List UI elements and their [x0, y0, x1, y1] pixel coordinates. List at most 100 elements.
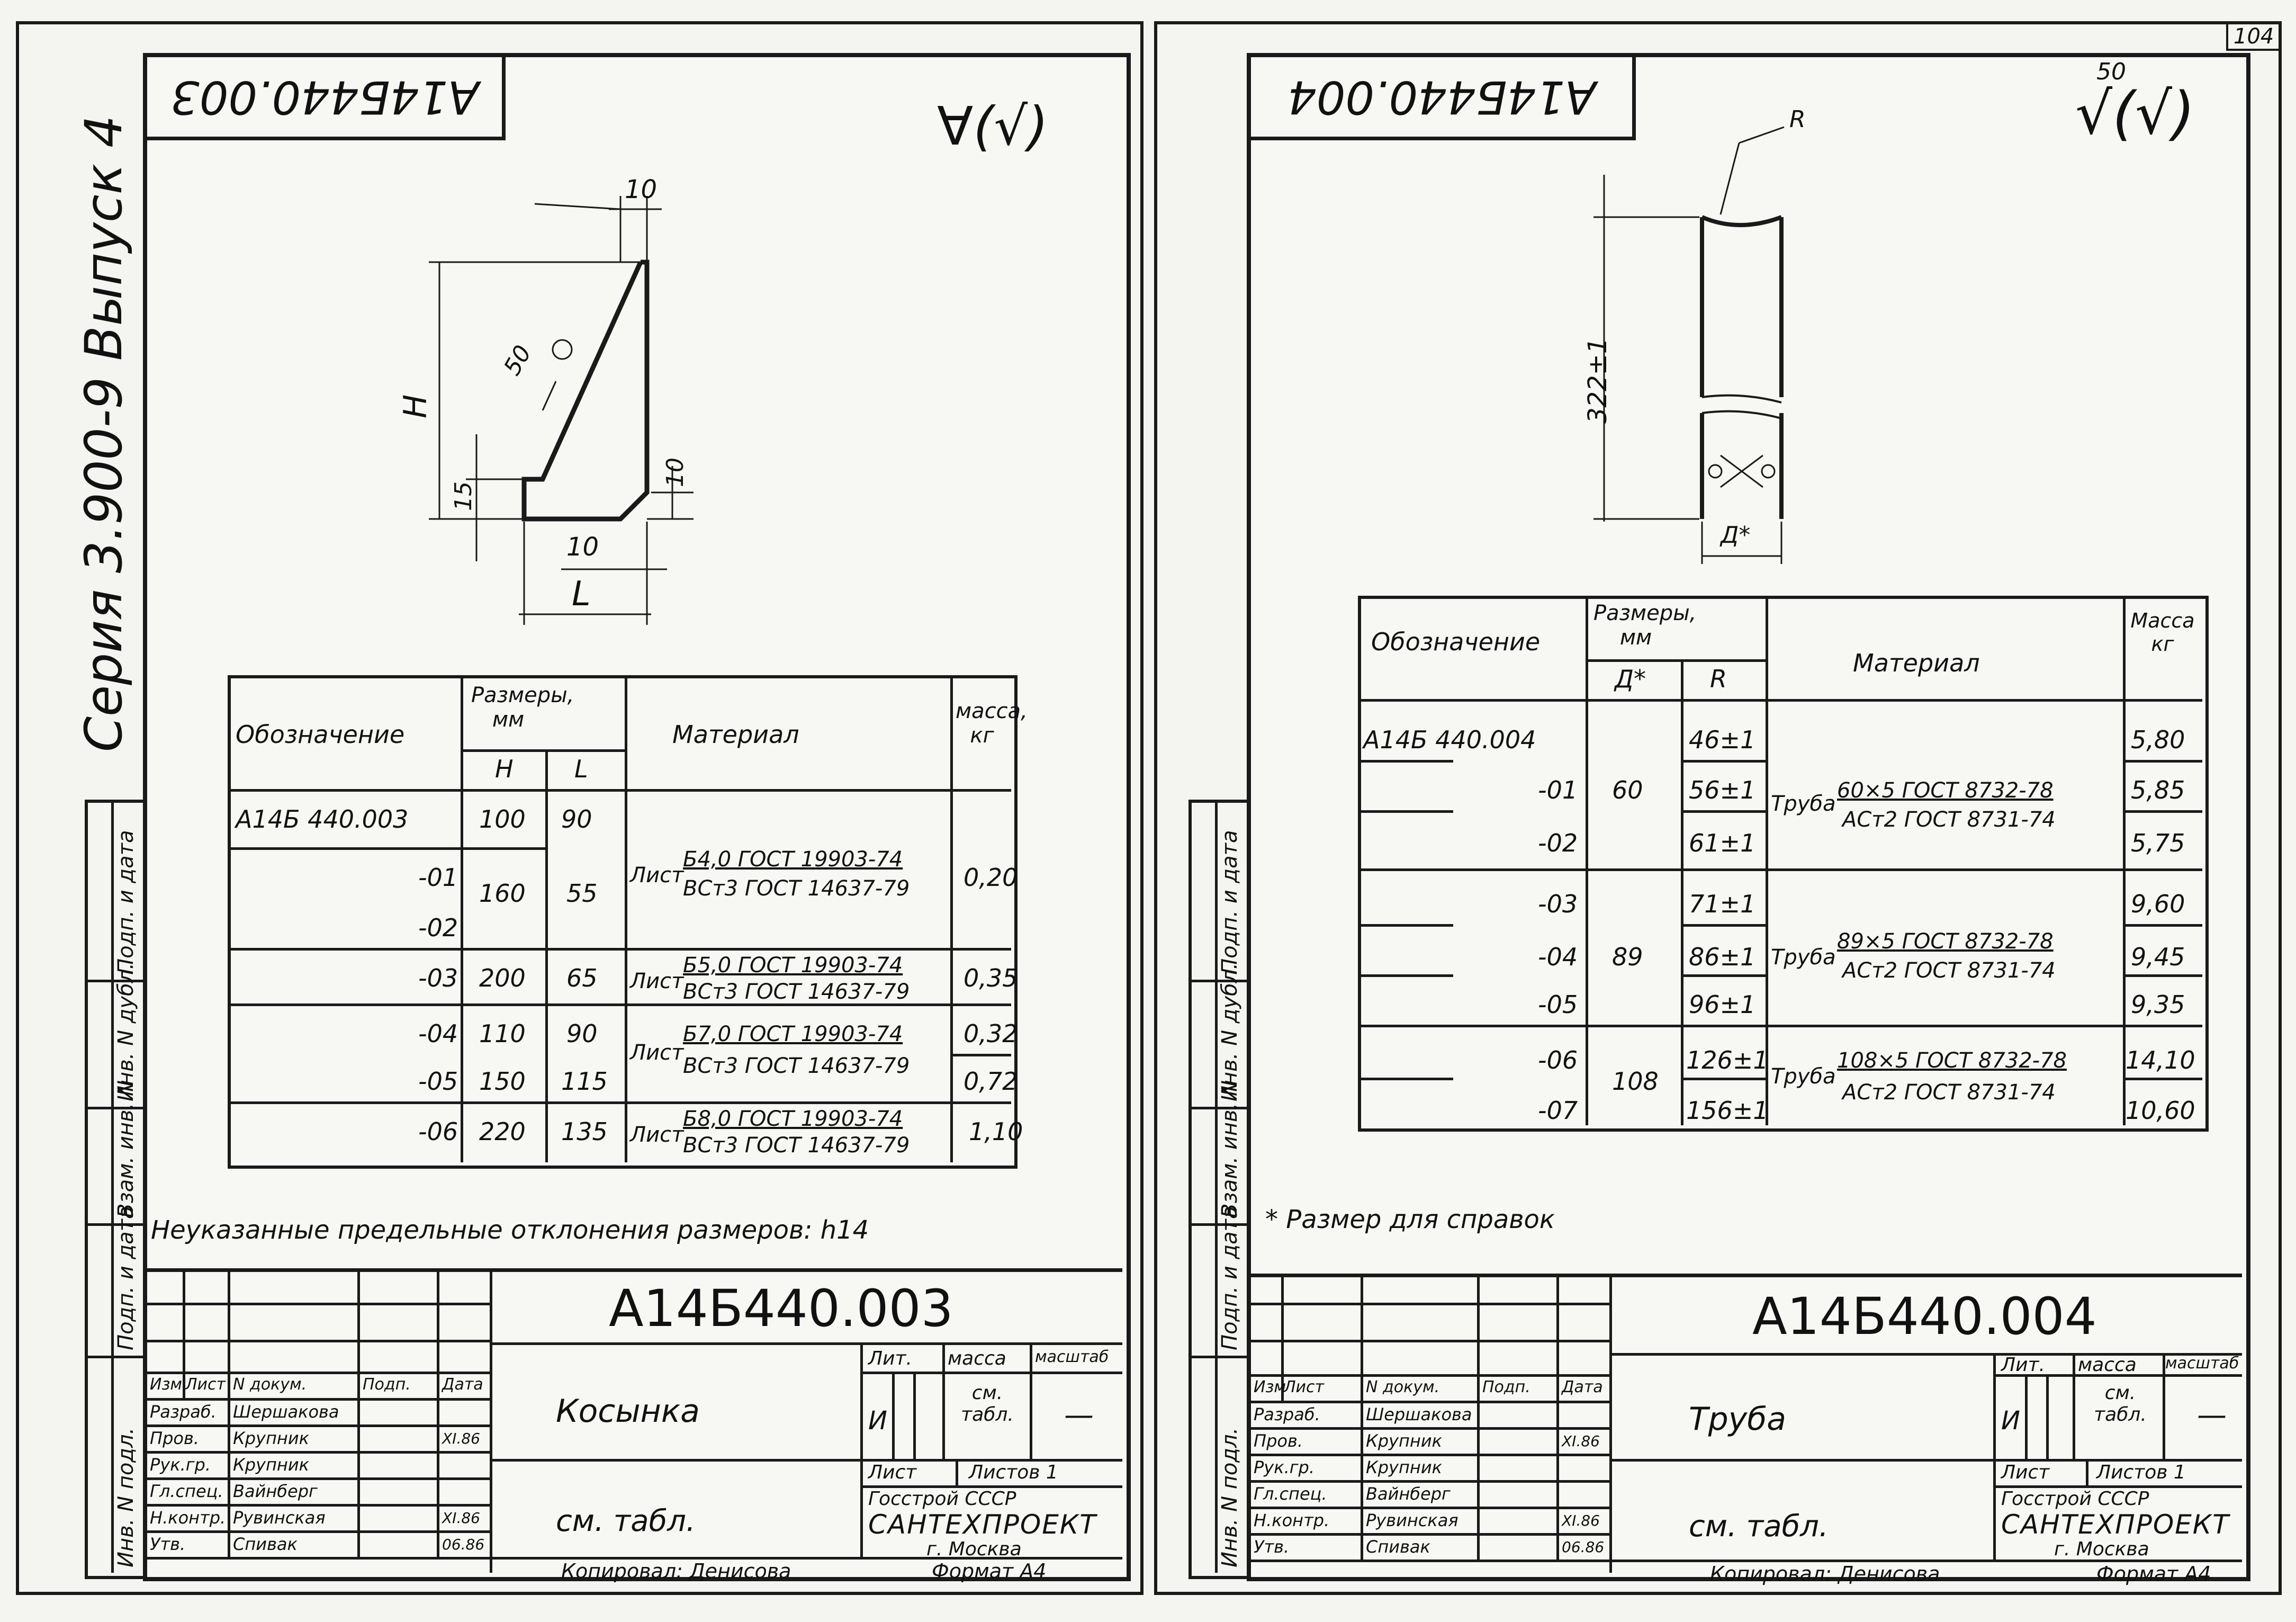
scale-value: —: [2197, 1398, 2227, 1432]
th-designation: Обозначение: [236, 720, 405, 749]
role: Гл.спец.: [1254, 1484, 1327, 1504]
th-d: Д*: [1615, 665, 1646, 693]
date: 06.86: [442, 1536, 485, 1553]
right-sheet: [1154, 21, 2282, 1595]
role: Разраб.: [150, 1402, 217, 1422]
row-code: A14Б 440.004: [1363, 725, 1536, 754]
left-mirrored-stamp: A14Б440.003: [147, 57, 506, 140]
th-sizes: Размеры, мм: [1593, 601, 1697, 650]
roughness-symbol: ∀(√): [937, 95, 1049, 157]
material-prefix: Труба: [1771, 1064, 1836, 1089]
th-l: L: [574, 755, 588, 783]
row-l: 90: [566, 1019, 598, 1048]
person: Спивак: [1366, 1537, 1430, 1557]
dim-height: 322±1: [1583, 337, 1613, 424]
row-code: -04: [418, 1019, 458, 1048]
person: Крупник: [233, 1428, 309, 1448]
org-line1: Госстрой СССР: [868, 1488, 1016, 1510]
row-l: 115: [561, 1067, 608, 1096]
role: Н.контр.: [1254, 1510, 1330, 1530]
row-code: -01: [1538, 776, 1578, 804]
row-mass: 9,60: [2131, 890, 2185, 918]
row-r: 56±1: [1689, 776, 1756, 804]
format: Формат А4: [932, 1560, 1047, 1583]
row-code: -05: [1538, 990, 1578, 1019]
role: Пров.: [150, 1428, 199, 1448]
role: Рук.гр.: [150, 1455, 211, 1475]
dim-d: Д*: [1721, 522, 1751, 549]
scale-label: масштаб: [1035, 1348, 1109, 1366]
th-designation: Обозначение: [1371, 628, 1541, 656]
material-top: 60×5 ГОСТ 8732-78: [1837, 778, 2054, 803]
row-l: 55: [566, 879, 598, 908]
col-header: Дата: [442, 1375, 483, 1394]
row-code: -04: [1538, 943, 1578, 971]
row-r: 156±1: [1686, 1096, 1769, 1125]
lit-label: Лит.: [868, 1348, 912, 1369]
role: Гл.спец.: [150, 1481, 223, 1501]
row-code: A14Б 440.003: [236, 805, 409, 834]
org-line1: Госстрой СССР: [2001, 1488, 2149, 1510]
col-header: Изм: [150, 1375, 183, 1394]
left-sheet: [16, 21, 1144, 1595]
material-bottom: ВСт3 ГОСТ 14637-79: [683, 1054, 910, 1078]
row-h: 110: [479, 1019, 526, 1048]
role: Н.контр.: [150, 1508, 226, 1528]
row-l: 90: [561, 805, 592, 834]
material-top: Б5,0 ГОСТ 19903-74: [683, 953, 903, 978]
material-bottom: ВСт3 ГОСТ 14637-79: [683, 980, 910, 1004]
row-h: 220: [479, 1117, 526, 1146]
date: XI.86: [1562, 1432, 1600, 1450]
right-title-name: Труба: [1689, 1401, 1787, 1438]
row-code: -03: [418, 964, 458, 992]
material-bottom: АСт2 ГОСТ 8731-74: [1842, 808, 2056, 832]
format: Формат А4: [2096, 1562, 2211, 1585]
left-note: Неуказанные предельные отклонения размер…: [151, 1215, 869, 1245]
col-header: N докум.: [1366, 1378, 1440, 1396]
row-h: 100: [479, 805, 526, 834]
mass-value: см. табл.: [2094, 1382, 2147, 1426]
right-side-strip: [1188, 800, 1250, 1579]
copied-by: Копировал: Денисова: [561, 1560, 791, 1583]
mass-value: см. табл.: [961, 1382, 1014, 1426]
role: Утв.: [1254, 1537, 1290, 1557]
dim-r: R: [1789, 106, 1806, 133]
date: 06.86: [1562, 1538, 1605, 1556]
th-material: Материал: [1853, 649, 1980, 677]
col-header: Подп.: [1482, 1378, 1530, 1396]
th-material: Материал: [672, 720, 799, 749]
row-mass: 5,75: [2131, 829, 2185, 857]
col-header: Изм: [1254, 1378, 1286, 1396]
person: Спивак: [233, 1534, 298, 1554]
mass-value: 0,32: [964, 1019, 1018, 1048]
material-prefix: Труба: [1771, 945, 1836, 970]
dim-length: L: [572, 575, 591, 614]
th-mass: Масса кг: [2130, 609, 2195, 656]
mass-value: 0,20: [964, 863, 1018, 892]
role: Пров.: [1254, 1431, 1303, 1451]
material-top: 108×5 ГОСТ 8732-78: [1837, 1049, 2067, 1073]
page-corner-number: 104: [2226, 22, 2282, 51]
left-title-code: A14Б440.003: [609, 1279, 953, 1338]
row-code: -02: [1538, 829, 1578, 857]
row-mass: 9,35: [2131, 990, 2185, 1019]
row-r: 96±1: [1689, 990, 1756, 1019]
mass-value: 0,72: [964, 1067, 1018, 1096]
mass-label: масса: [2078, 1354, 2137, 1376]
row-mass: 14,10: [2126, 1046, 2195, 1074]
person: Рувинская: [1366, 1510, 1458, 1530]
row-r: 71±1: [1689, 890, 1756, 918]
material-bottom: АСт2 ГОСТ 8731-74: [1842, 1080, 2056, 1105]
left-frame: [143, 53, 1131, 1581]
right-see-table: см. табл.: [1689, 1509, 1829, 1544]
right-mirrored-stamp: A14Б440.004: [1251, 57, 1636, 140]
material-bottom: ВСт3 ГОСТ 14637-79: [683, 1133, 910, 1158]
right-spec-table: [1358, 596, 2209, 1132]
lit-value: И: [2001, 1406, 2020, 1436]
row-r: 126±1: [1686, 1046, 1769, 1074]
person: Вайнберг: [233, 1481, 318, 1501]
material-top: Б4,0 ГОСТ 19903-74: [683, 847, 903, 872]
col-header: Подп.: [363, 1375, 411, 1394]
dim-bottom-offset: 10: [566, 532, 599, 562]
